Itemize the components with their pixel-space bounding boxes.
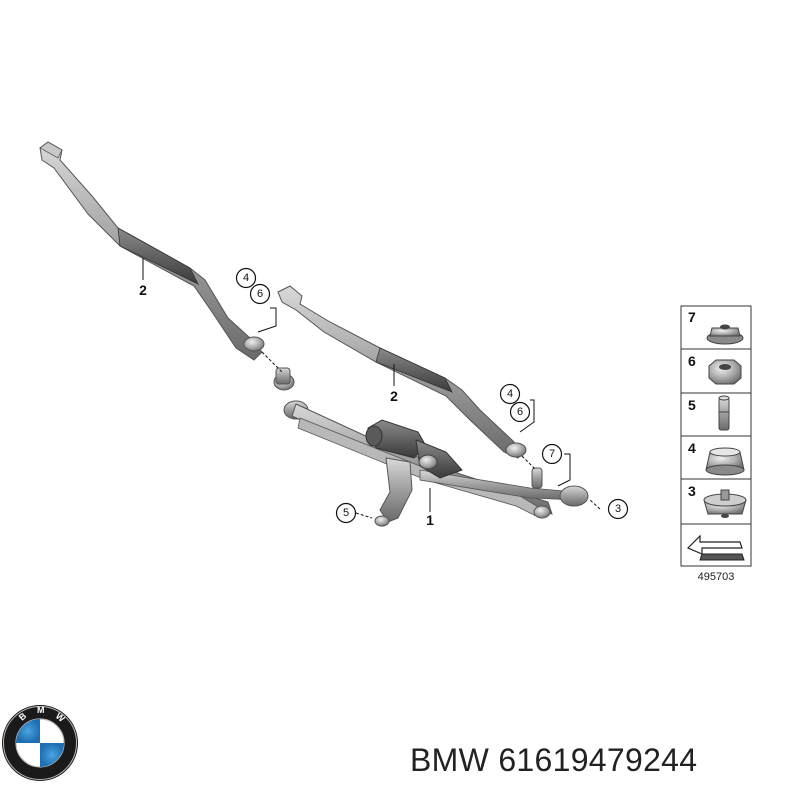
- bmw-logo: B M W: [2, 705, 78, 781]
- callout-circle-6b: [509, 401, 531, 423]
- svg-text:B: B: [17, 710, 29, 722]
- grommet-icon: [703, 489, 747, 518]
- callout-4-upper: 4: [243, 272, 249, 284]
- callout-1: 1: [426, 512, 434, 528]
- diagram-code: 495703: [698, 571, 735, 583]
- callouts: 2 2 1 4 6 4 6 7 5 3: [139, 267, 629, 528]
- callout-circle-6a: [249, 283, 271, 305]
- callout-3: 3: [615, 503, 621, 515]
- callout-2-upper: 2: [139, 282, 147, 298]
- legend-num-7: 7: [688, 309, 696, 325]
- direction-arrow-icon: [686, 534, 745, 561]
- legend-num-5: 5: [688, 397, 696, 413]
- callout-circle-4b: [499, 383, 521, 405]
- callout-6-upper: 6: [257, 288, 263, 300]
- hex-nut-icon: [708, 359, 742, 385]
- legend-num-4: 4: [688, 440, 696, 456]
- part-caption: BMW 61619479244: [410, 735, 795, 785]
- leader-lines: [142, 258, 601, 519]
- wiper-arm-right: [277, 285, 527, 459]
- svg-text:M: M: [37, 705, 45, 715]
- stud-icon: [718, 395, 730, 431]
- part-number: 61619479244: [498, 742, 698, 778]
- wiper-linkage: [273, 367, 589, 527]
- callout-2-lower: 2: [390, 388, 398, 404]
- legend-num-6: 6: [688, 353, 696, 369]
- callout-4-lower: 4: [507, 388, 513, 400]
- callout-circle-4a: [235, 267, 257, 289]
- callout-7: 7: [549, 448, 555, 460]
- legend-num-3: 3: [688, 483, 696, 499]
- callout-circle-5: [335, 502, 357, 524]
- callout-6-lower: 6: [517, 406, 523, 418]
- cap-icon: [705, 447, 745, 476]
- parts-legend: 7 6 5 4 3: [680, 305, 752, 583]
- callout-5: 5: [343, 507, 349, 519]
- callout-circle-3: [607, 498, 629, 520]
- wiper-arm-left: [39, 141, 265, 361]
- callout-circle-7: [541, 443, 563, 465]
- flange-nut-icon: [706, 324, 744, 345]
- brand-name: BMW: [410, 742, 490, 778]
